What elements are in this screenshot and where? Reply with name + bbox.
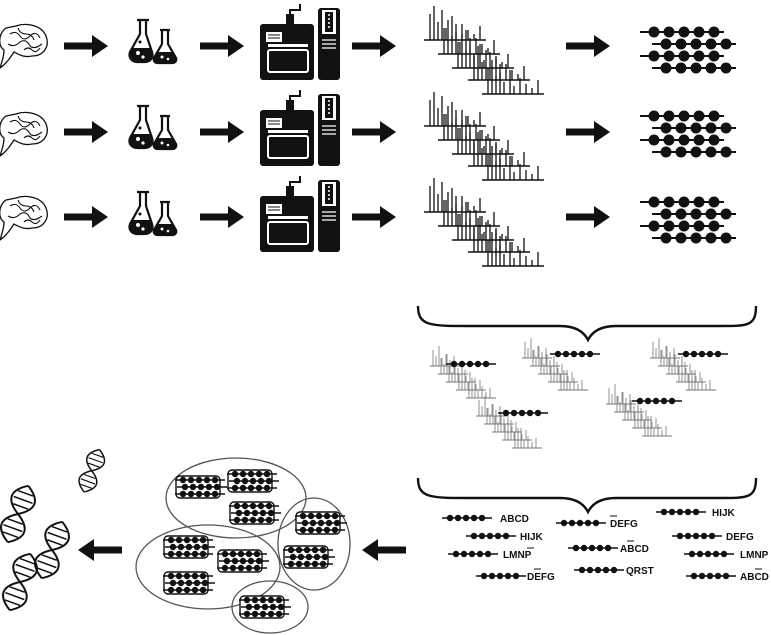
peptide-chain-icon <box>441 514 493 522</box>
brain-icon <box>0 111 48 157</box>
peptide-label: DEFG <box>527 572 555 583</box>
cluster-oval <box>231 580 309 634</box>
arrow-right-icon <box>352 206 396 228</box>
peptide-chain-icon <box>685 572 737 580</box>
peptide-label: DEFG <box>610 519 638 530</box>
peptide-chain-icon <box>683 550 735 558</box>
peptide-chain-icon <box>655 508 707 516</box>
arrow-left-icon <box>78 539 122 561</box>
mass-spectrometer-icon <box>259 89 341 167</box>
dna-group <box>0 445 109 616</box>
mass-spectrometer-icon <box>259 175 341 253</box>
peptide-chain-icon <box>447 550 499 558</box>
peptide-chain-icon <box>465 532 517 540</box>
peptide-label: LMNP <box>503 550 532 561</box>
peptide-chains-icon <box>640 111 736 158</box>
spectra-match-group <box>430 338 729 448</box>
faint-spectrum-icon <box>522 338 588 390</box>
peptide-chain-icon <box>671 532 723 540</box>
peptide-cluster-icon <box>229 502 281 524</box>
top-brace <box>416 305 758 343</box>
peptide-cluster-icon <box>283 546 335 568</box>
peptide-label: LMNP <box>740 550 769 561</box>
arrow-right-icon <box>64 121 108 143</box>
peptide-clusters <box>135 457 351 634</box>
faint-spectrum-icon <box>606 384 672 436</box>
labeled-peptides: ABCD DEFG HIJK HIJK DEFG LMNP ABCD LMNP … <box>441 508 769 583</box>
cluster-oval <box>165 457 307 539</box>
mass-spectra-icon <box>424 6 544 94</box>
peptide-label: ABCD <box>740 572 769 583</box>
peptide-chain-icon <box>567 544 619 552</box>
arrow-right-icon <box>200 206 244 228</box>
peptide-cluster-icon <box>163 572 215 594</box>
peptide-label: DEFG <box>726 532 754 543</box>
faint-chain-icon <box>497 409 549 417</box>
pipeline-row-3 <box>0 175 736 266</box>
dna-icon <box>0 480 41 548</box>
arrow-right-icon <box>200 121 244 143</box>
flask-icon <box>128 104 178 151</box>
faint-chain-icon <box>631 397 683 405</box>
mass-spectrometer-icon <box>259 3 341 81</box>
peptide-label: ABCD <box>500 514 529 525</box>
faint-spectrum-icon <box>650 338 716 390</box>
peptide-cluster-icon <box>295 512 347 534</box>
faint-chain-icon <box>677 350 729 358</box>
mass-spectra-icon <box>424 178 544 266</box>
peptide-chains-icon <box>640 197 736 244</box>
peptide-chains-icon <box>640 27 736 74</box>
faint-chain-icon <box>445 360 497 368</box>
peptide-chain-icon <box>475 572 527 580</box>
cluster-oval <box>135 524 281 610</box>
pipeline-row-1 <box>0 3 736 94</box>
peptide-cluster-icon <box>217 550 269 572</box>
faint-chain-icon <box>549 350 601 358</box>
mass-spectra-icon <box>424 92 544 180</box>
brain-icon <box>0 23 48 69</box>
arrow-right-icon <box>64 206 108 228</box>
peptide-cluster-icon <box>239 596 291 618</box>
faint-spectrum-icon <box>476 396 542 448</box>
bottom-brace <box>416 477 758 515</box>
faint-spectrum-icon <box>430 346 496 398</box>
pipeline-row-2 <box>0 89 736 180</box>
arrow-right-icon <box>566 121 610 143</box>
arrow-right-icon <box>352 35 396 57</box>
peptide-cluster-icon <box>227 470 279 492</box>
arrow-right-icon <box>566 35 610 57</box>
arrow-right-icon <box>566 206 610 228</box>
peptide-chain-icon <box>573 566 625 574</box>
peptide-label: ABCD <box>620 544 649 555</box>
peptide-chain-icon <box>555 519 607 527</box>
arrow-left-icon <box>362 539 406 561</box>
peptide-cluster-icon <box>163 536 215 558</box>
peptide-label: HIJK <box>520 532 544 543</box>
peptide-cluster-icon <box>175 476 227 498</box>
brain-icon <box>0 195 48 241</box>
arrow-right-icon <box>64 35 108 57</box>
peptide-label: QRST <box>626 566 654 577</box>
peptide-label: HIJK <box>712 508 736 519</box>
arrow-right-icon <box>200 35 244 57</box>
dna-icon <box>74 445 109 496</box>
flask-icon <box>128 190 178 237</box>
arrow-right-icon <box>352 121 396 143</box>
flask-icon <box>128 18 178 65</box>
cluster-oval <box>277 497 351 591</box>
